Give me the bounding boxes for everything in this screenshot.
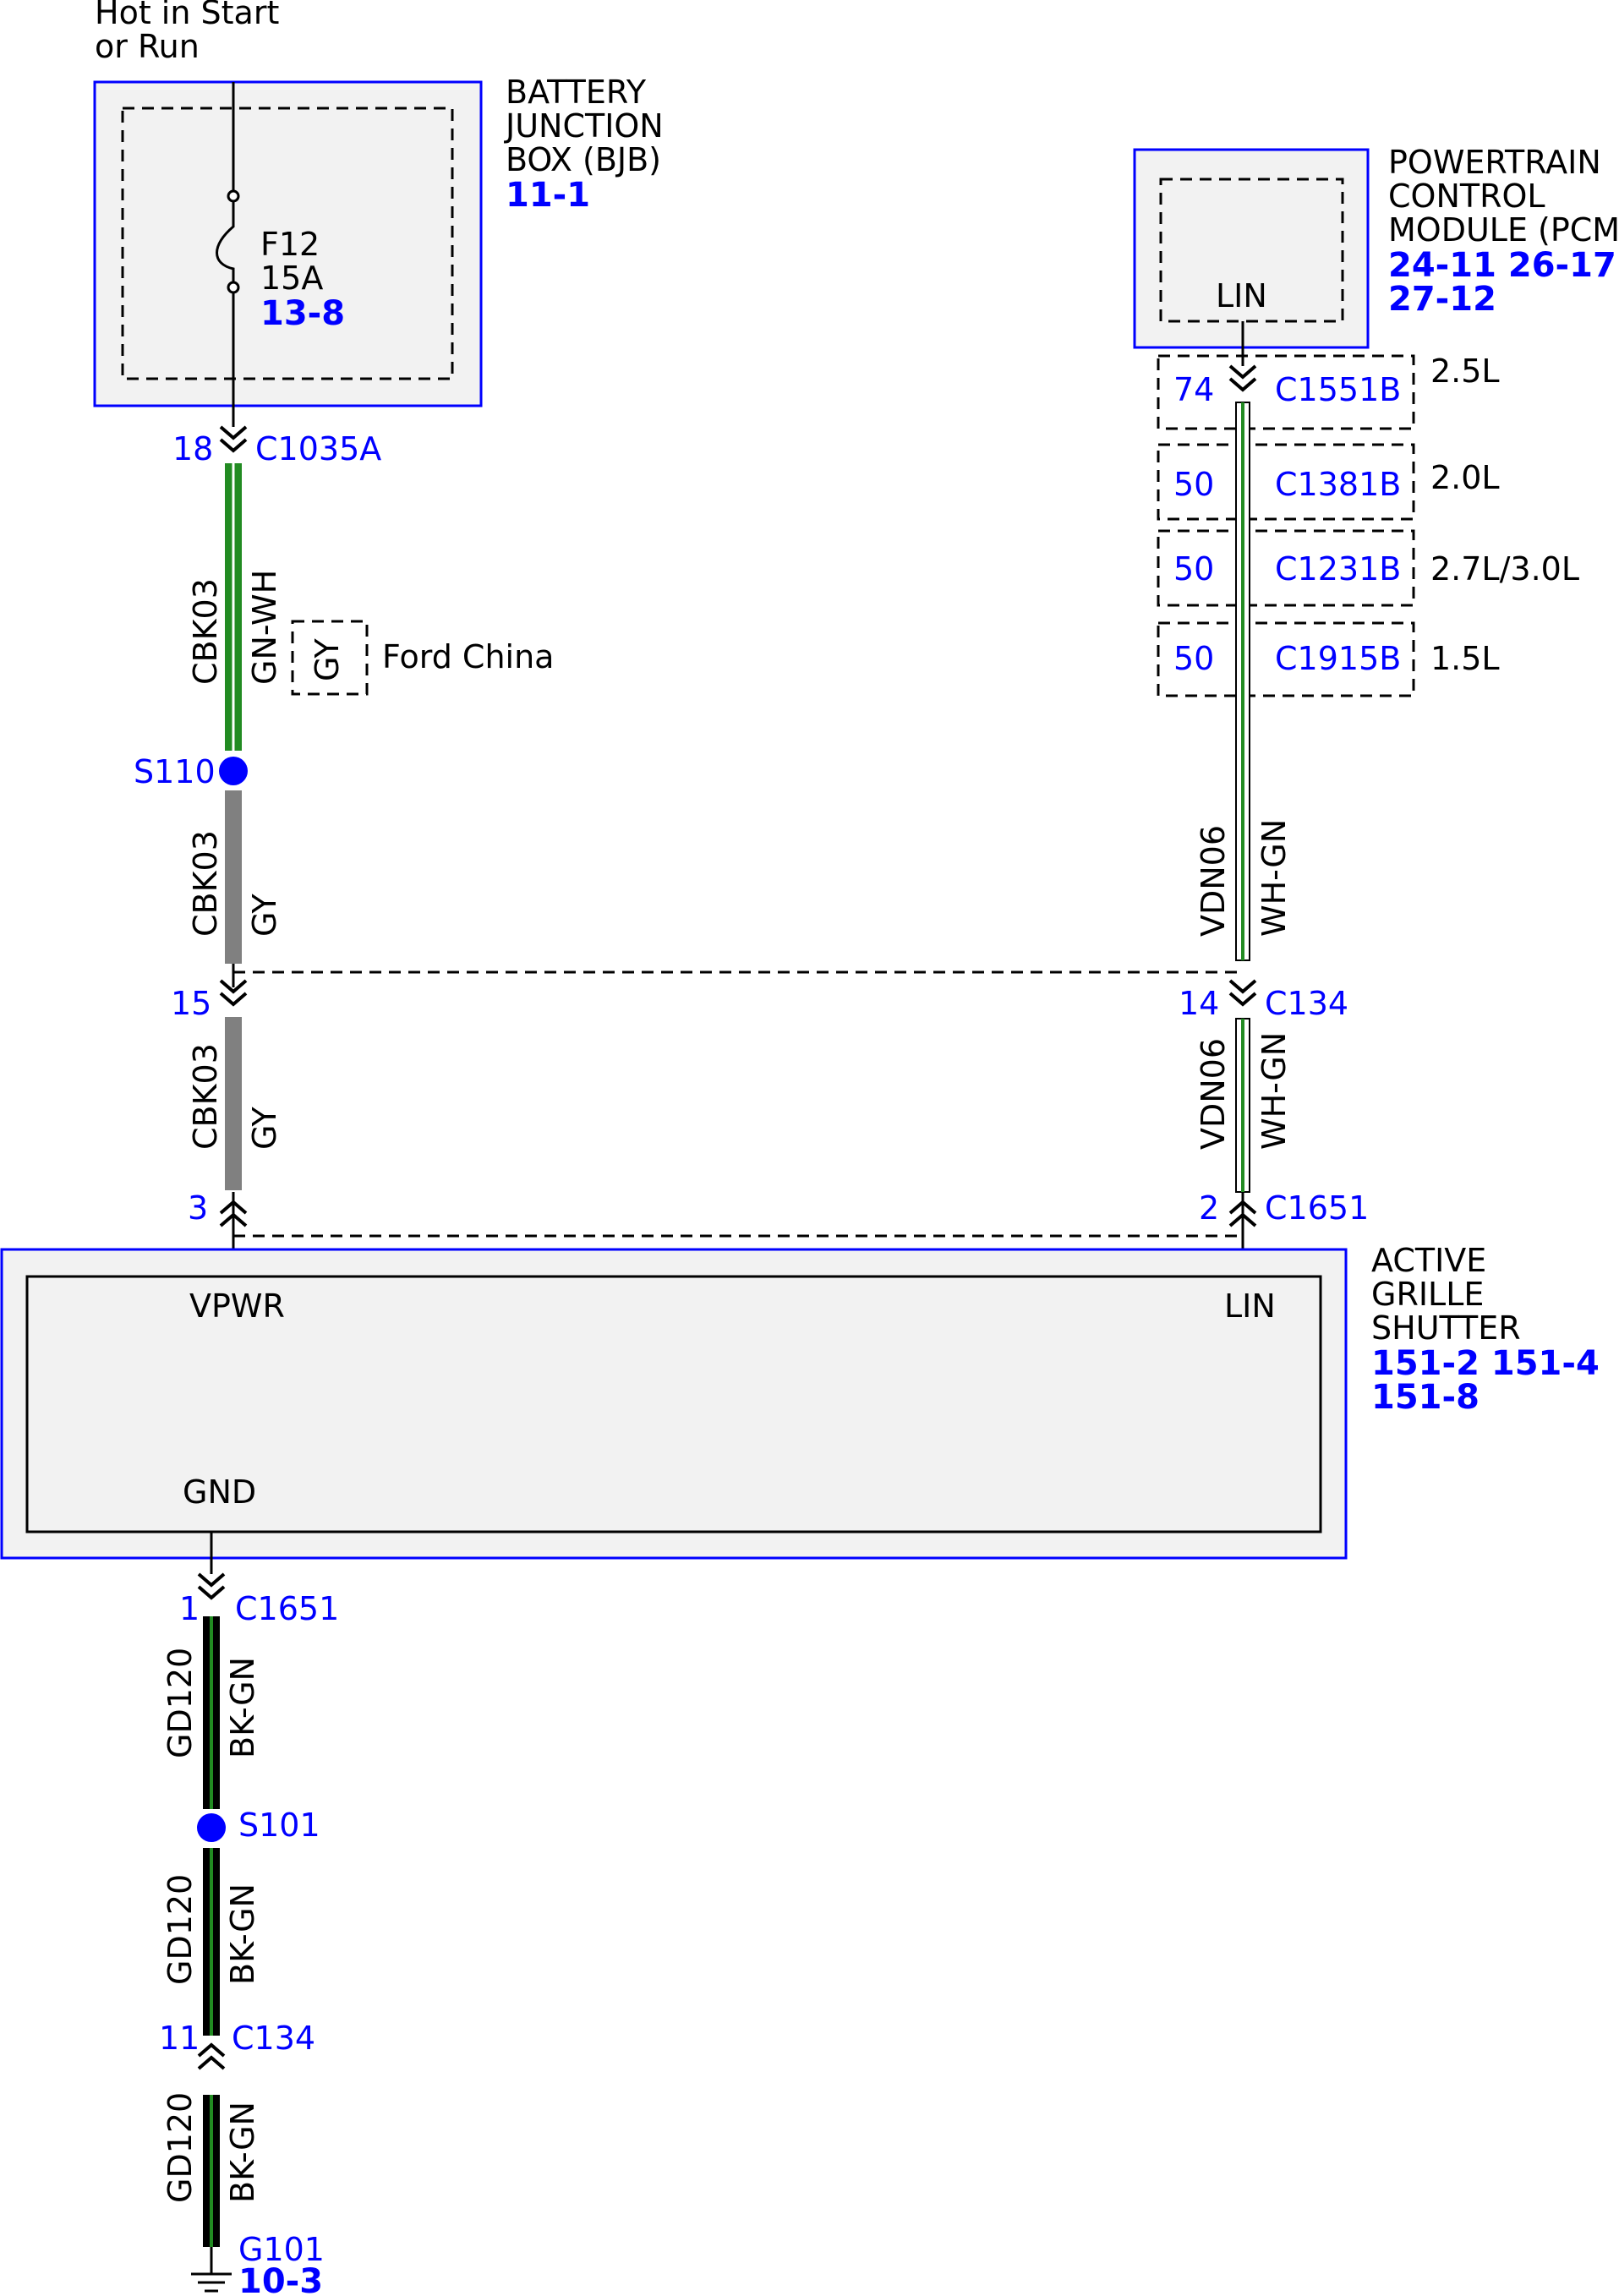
ground-wire2-circuit: GD120: [161, 1874, 199, 1985]
pcm-conn4-name: C1915B: [1275, 640, 1401, 677]
c1651-gnd-label: C1651: [235, 1590, 339, 1627]
ground-wire2-color: BK-GN: [224, 1883, 261, 1985]
fuse-name: F12: [260, 226, 320, 263]
pcm-connector-row-2: [1157, 443, 1415, 521]
splice-s101-icon: [197, 1813, 226, 1842]
connector-c134-right-symbol: [1228, 979, 1257, 994]
pcm-conn1-name: C1551B: [1275, 371, 1401, 408]
c134-right-pin: 14: [1179, 985, 1219, 1022]
wire-cbk03-gy-lower: [225, 1017, 242, 1190]
pcm-page-ref-line2: 27-12: [1388, 280, 1496, 319]
fuse-terminal-bottom: [227, 281, 240, 294]
connector-c134-left-symbol-lower: [219, 992, 248, 1007]
bjb-inner-outline: [121, 107, 454, 380]
bjb-label-line2: JUNCTION: [504, 107, 664, 145]
right-wire2-color: WH-GN: [1255, 1032, 1293, 1150]
pcm-conn1-engine: 2.5L: [1430, 353, 1500, 390]
pcm-conn2-pin: 50: [1173, 466, 1214, 503]
pcm-conn3-pin: 50: [1173, 550, 1214, 588]
ags-pin-gnd: GND: [183, 1473, 256, 1511]
ags-label-line3: SHUTTER: [1371, 1309, 1521, 1347]
pcm-conn2-engine: 2.0L: [1430, 459, 1500, 496]
ags-pin-vpwr: VPWR: [189, 1287, 285, 1325]
ground-wire1-circuit: GD120: [161, 1648, 199, 1758]
c1651-label: C1651: [1265, 1189, 1369, 1227]
ford-china-alt-color: GY: [309, 637, 346, 681]
pcm-conn4-pin: 50: [1173, 640, 1214, 677]
c134-left-pin: 15: [171, 985, 211, 1022]
connector-c1035a-symbol-lower: [219, 438, 248, 453]
connector-c1651-gnd-symbol: [197, 1572, 226, 1588]
fuse-page-ref: 13-8: [260, 294, 345, 333]
ford-china-alt-box: [291, 620, 369, 696]
pcm-connector-row-3: [1157, 529, 1415, 607]
splice-s101-label: S101: [238, 1807, 320, 1844]
pcm-conn1-pin: 74: [1173, 371, 1214, 408]
ground-page-ref: 10-3: [238, 2262, 323, 2296]
connector-c1035a-symbol: [219, 425, 248, 440]
connector-c134-gnd-symbol-lower: [197, 2055, 226, 2070]
ground-wire3-circuit: GD120: [161, 2092, 199, 2203]
splice-s110-icon: [219, 757, 248, 785]
ags-label-line2: GRILLE: [1371, 1276, 1484, 1313]
pcm-label-line1: POWERTRAIN: [1388, 144, 1601, 181]
pcm-box: [1133, 148, 1370, 349]
pcm-connector-row-4: [1157, 621, 1415, 697]
pcm-connector-row-1: [1157, 354, 1415, 430]
c134-gnd-label: C134: [232, 2020, 315, 2057]
ground-point-label: G101: [238, 2231, 325, 2268]
splice-s110-label: S110: [134, 753, 216, 790]
pcm-label-line2: CONTROL: [1388, 178, 1545, 215]
ags-page-ref-line2: 151-8: [1371, 1378, 1480, 1417]
c134-gnd-pin: 11: [159, 2020, 200, 2057]
ags-pin-lin: LIN: [1224, 1287, 1276, 1325]
pcm-page-ref-line1: 24-11 26-17: [1388, 246, 1616, 285]
wire1-circuit: CBK03: [187, 578, 224, 685]
bjb-label-line1: BATTERY: [506, 74, 647, 111]
ags-page-ref-line1: 151-2 151-4: [1371, 1344, 1600, 1383]
right-wire1-circuit: VDN06: [1195, 825, 1232, 937]
wire3-circuit: CBK03: [187, 1043, 224, 1150]
connector-c134-gnd-symbol: [197, 2042, 226, 2058]
wire3-color: GY: [246, 1106, 283, 1150]
supply-label-line2: or Run: [95, 28, 200, 65]
right-wire2-circuit: VDN06: [1195, 1038, 1232, 1150]
connector-c134-right-symbol-lower: [1228, 992, 1257, 1007]
bjb-label-line3: BOX (BJB): [506, 141, 661, 178]
wire-cbk03-gy-upper: [225, 790, 242, 964]
connector-c134-left-symbol: [219, 979, 248, 994]
fuse-rating: 15A: [260, 260, 323, 297]
pcm-conn4-engine: 1.5L: [1430, 640, 1500, 677]
ags-inner-box: [25, 1275, 1322, 1533]
pcm-inner-outline: [1159, 178, 1344, 323]
pcm-label-line3: MODULE (PCM): [1388, 211, 1619, 249]
right-wire1-color: WH-GN: [1255, 819, 1293, 937]
fuse-terminal-top: [227, 189, 240, 203]
c1035a-label: C1035A: [255, 430, 381, 467]
wire1-color: GN-WH: [246, 570, 283, 685]
connector-pcm-symbol-lower: [1228, 377, 1257, 392]
fuse-icon: [216, 201, 235, 283]
connector-c1651-gnd-symbol-lower: [197, 1585, 226, 1600]
ags-label-line1: ACTIVE: [1371, 1242, 1486, 1279]
connector-pcm-symbol: [1228, 364, 1257, 380]
pcm-conn3-name: C1231B: [1275, 550, 1401, 588]
wire2-circuit: CBK03: [187, 830, 224, 937]
pcm-pin-lin: LIN: [1216, 277, 1267, 314]
ford-china-note: Ford China: [382, 638, 554, 675]
wire2-color: GY: [246, 893, 283, 937]
c1651-right-pin: 2: [1199, 1189, 1219, 1227]
supply-label-line1: Hot in Start: [95, 0, 279, 31]
c1035a-pin: 18: [172, 430, 213, 467]
bjb-box: [93, 80, 483, 407]
pcm-conn3-engine: 2.7L/3.0L: [1430, 550, 1579, 588]
c134-label: C134: [1265, 985, 1348, 1022]
pcm-conn2-name: C1381B: [1275, 466, 1401, 503]
bjb-page-ref: 11-1: [506, 176, 590, 215]
ground-wire3-color: BK-GN: [224, 2102, 261, 2203]
c1651-gnd-pin: 1: [179, 1590, 200, 1627]
ground-wire1-color: BK-GN: [224, 1657, 261, 1758]
c1651-left-pin: 3: [188, 1189, 208, 1227]
